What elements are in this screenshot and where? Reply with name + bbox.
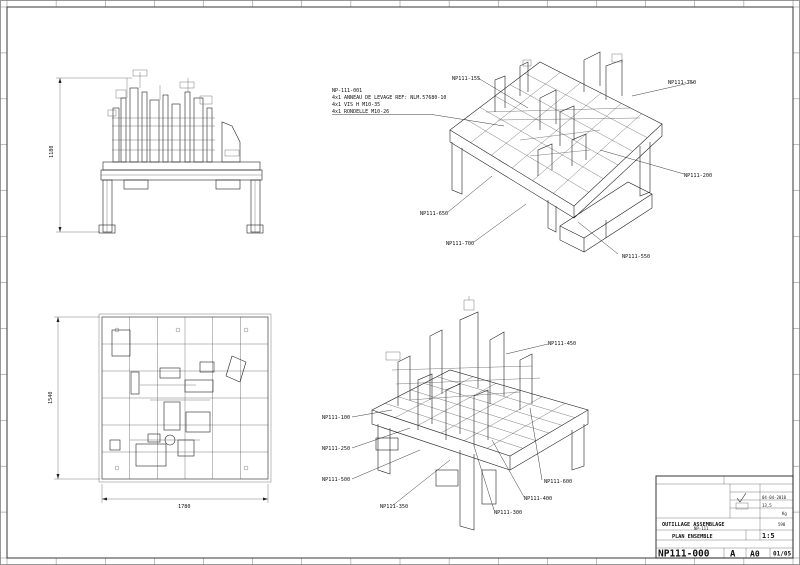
tb-title-line-1: OUTILLAGE ASSEMBLAGE xyxy=(662,522,724,528)
title-block: 04-04-2010 13,5 Kg 598 OUTILLAGE ASSEMBL… xyxy=(655,475,794,560)
dim-plan-height: 1540 xyxy=(48,392,54,405)
callout-np111-155: NP111-155 xyxy=(452,76,480,82)
callout-np111-450: NP111-450 xyxy=(548,341,576,347)
callout-np111-200: NP111-200 xyxy=(684,173,712,179)
isometric-view-bottom: NP111-450 NP111-100 NP111-250 NP111-500 … xyxy=(322,296,589,531)
dim-front-height: 1180 xyxy=(49,146,55,159)
projection-symbol-icon xyxy=(735,502,749,510)
isometric-view-top: NP111-155 NP111-750 NP111-200 NP111-650 … xyxy=(332,51,712,260)
callout-np111-250: NP111-250 xyxy=(322,446,350,452)
tb-tolerance: 13,5 xyxy=(762,503,772,508)
dim-plan-width: 1780 xyxy=(178,504,191,510)
tb-title-line-2: NP-111 xyxy=(694,526,709,531)
tb-weight-value: 598 xyxy=(778,522,786,527)
tb-format: A0 xyxy=(750,550,760,559)
callout-np111-600: NP111-600 xyxy=(544,479,572,485)
tb-scale: 1:5 xyxy=(762,532,775,540)
plan-view: 1540 1780 xyxy=(48,313,272,510)
callout-np111-700: NP111-700 xyxy=(446,241,474,247)
tb-title-line-3: PLAN ENSEMBLE xyxy=(672,534,713,540)
tb-sheet: 01/05 xyxy=(773,551,791,558)
note-line-2: 4x1 VIS H M10-35 xyxy=(332,102,380,108)
callout-np111-650: NP111-650 xyxy=(420,211,448,217)
front-elevation-view: 1180 xyxy=(49,69,264,234)
callout-np111-550: NP111-550 xyxy=(622,254,650,260)
callout-np111-350: NP111-350 xyxy=(380,504,408,510)
checkmark-icon xyxy=(736,492,747,503)
tb-weight-unit: Kg xyxy=(782,511,787,516)
tb-revision: A xyxy=(730,550,736,560)
tb-date: 04-04-2010 xyxy=(762,495,787,500)
callout-np111-100: NP111-100 xyxy=(322,415,350,421)
note-line-3: 4x1 RONDELLE M10-26 xyxy=(332,109,389,115)
callout-np111-400: NP111-400 xyxy=(524,496,552,502)
tb-part-number: NP111-000 xyxy=(658,549,710,560)
callout-np111-500: NP111-500 xyxy=(322,477,350,483)
note-line-1: 4x1 ANNEAU DE LEVAGE REF: NLM.57680-10 xyxy=(332,95,446,101)
note-title: NP-111-001 xyxy=(332,88,362,94)
callout-np111-750: NP111-750 xyxy=(668,80,696,86)
callout-np111-300: NP111-300 xyxy=(494,510,522,516)
